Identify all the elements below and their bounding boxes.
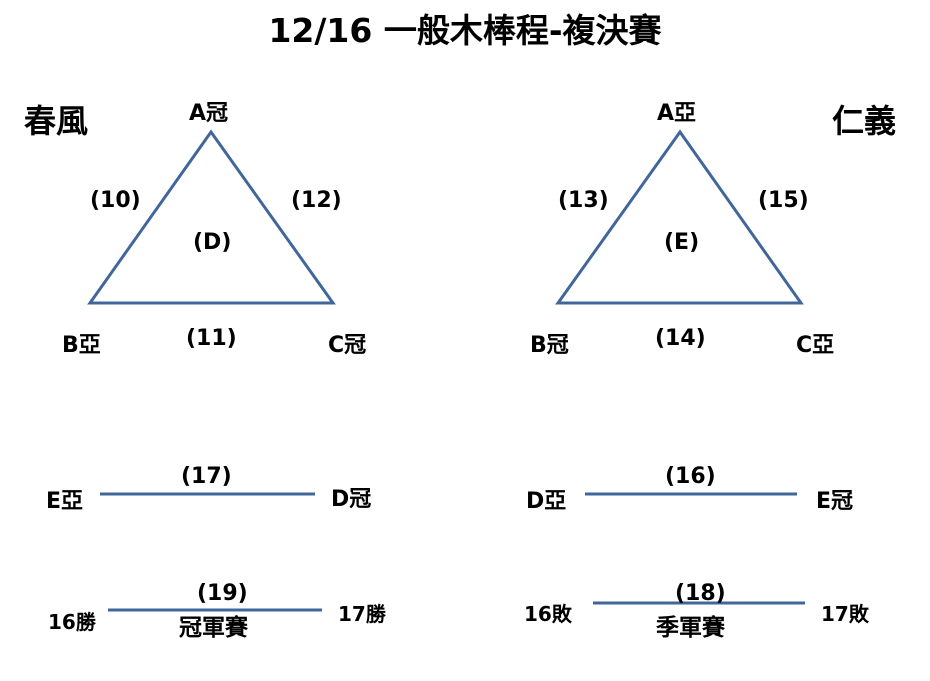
match-18-right: 17敗	[821, 602, 869, 626]
match-19-subtitle: 冠軍賽	[179, 615, 248, 641]
match-18-label: (18)	[675, 581, 726, 606]
match-17-right: D冠	[331, 487, 372, 512]
triangle-right	[555, 129, 804, 305]
match-16-left: D亞	[526, 489, 567, 514]
match-18-subtitle: 季軍賽	[656, 615, 725, 641]
vertex-right-left: B冠	[530, 333, 569, 358]
vertex-right-right: C亞	[796, 333, 835, 358]
edge-left-bottom: (11)	[186, 326, 237, 351]
edge-right-bottom: (14)	[655, 326, 706, 351]
edge-right-right: (15)	[758, 188, 809, 213]
vertex-right-top: A亞	[657, 101, 697, 126]
match-19-label: (19)	[197, 581, 248, 606]
match-16-right: E冠	[816, 489, 854, 514]
match-18-left: 16敗	[524, 602, 572, 626]
vertex-left-right: C冠	[328, 333, 367, 358]
triangle-left	[87, 129, 336, 305]
match-19-left: 16勝	[48, 610, 96, 634]
match-19-right: 17勝	[338, 602, 386, 626]
vertex-left-top: A冠	[189, 101, 229, 126]
match-17-label: (17)	[181, 464, 232, 489]
center-left: (D)	[193, 230, 232, 255]
edge-right-left: (13)	[558, 188, 609, 213]
edge-left-left: (10)	[90, 188, 141, 213]
center-right: (E)	[664, 230, 700, 255]
vertex-left-left: B亞	[62, 333, 101, 358]
edge-left-right: (12)	[291, 188, 342, 213]
match-17-left: E亞	[46, 489, 84, 514]
group-name-left: 春風	[24, 102, 89, 140]
group-name-right: 仁義	[832, 102, 897, 140]
page-title: 12/16 一般木棒程-複決賽	[268, 11, 662, 50]
match-16-label: (16)	[665, 464, 716, 489]
